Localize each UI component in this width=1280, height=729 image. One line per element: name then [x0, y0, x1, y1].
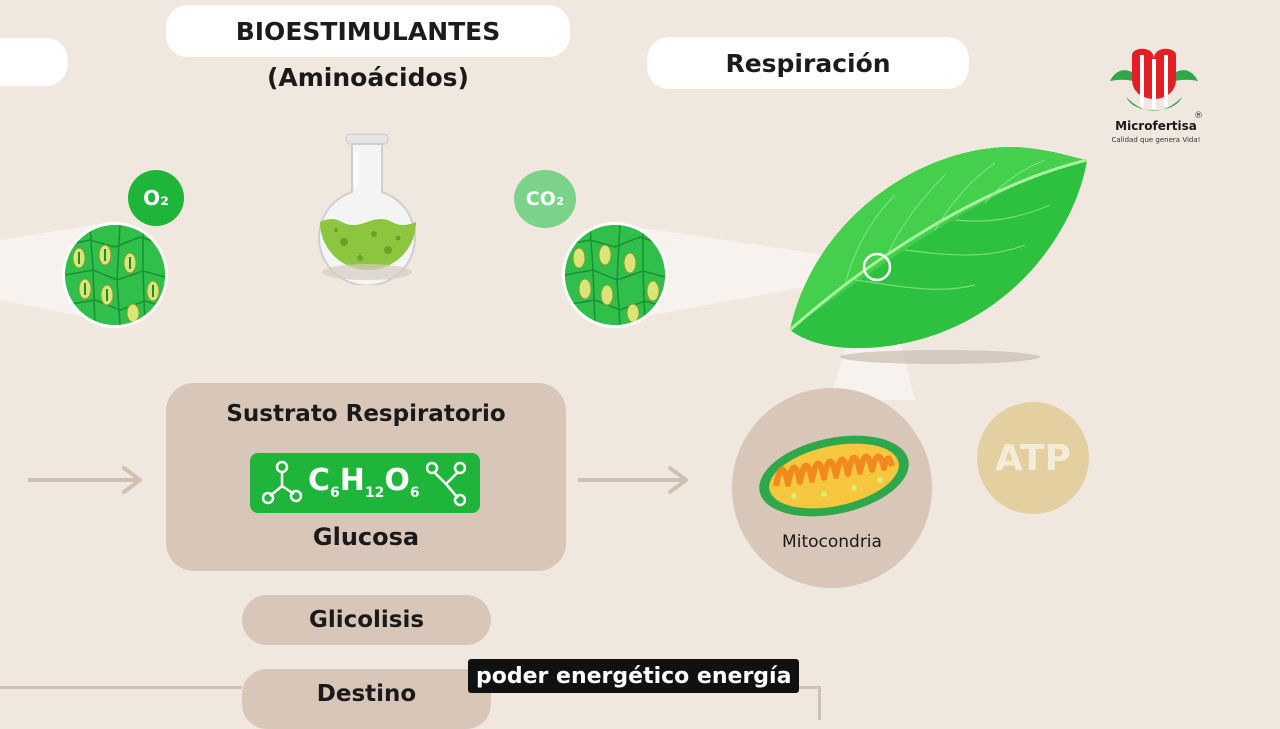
molecule-icon	[426, 461, 466, 507]
mitochondria-circle: Mitocondria	[732, 388, 932, 588]
glycolysis-label: Glicolisis	[308, 607, 425, 633]
brand-logo: ® Microfertisa Calidad que genera Vida!	[1104, 45, 1208, 150]
stomata-icon	[65, 225, 165, 325]
page-title: BIOESTIMULANTES	[235, 16, 501, 46]
brand-name: Microfertisa	[1115, 119, 1197, 133]
microfertisa-logo-icon	[1110, 48, 1198, 111]
destination-pill: Destino	[242, 669, 491, 729]
respiration-label: Respiración	[725, 48, 891, 78]
substrate-title: Sustrato Respiratorio	[226, 401, 506, 427]
stomata-cells-left	[62, 222, 168, 328]
connector-line	[0, 686, 242, 689]
brand-registered: ®	[1194, 111, 1203, 121]
glucose-formula: C6H12O6	[308, 463, 420, 501]
leaf-icon	[789, 146, 1088, 364]
o2-badge: O₂	[128, 170, 184, 226]
title-pill: BIOESTIMULANTES	[166, 5, 570, 57]
caption-text: poder energético energía	[476, 663, 792, 689]
glucose-name: Glucosa	[312, 523, 420, 551]
arrow-left	[28, 466, 142, 494]
formula-badge: C6H12O6	[250, 453, 480, 513]
page-subtitle: (Aminoácidos)	[266, 63, 469, 92]
left-partial-pill	[0, 38, 68, 86]
glycolysis-pill: Glicolisis	[242, 595, 491, 645]
caption: poder energético energía	[468, 659, 800, 693]
atp-label: ATP	[994, 437, 1071, 479]
respiration-pill: Respiración	[647, 37, 969, 89]
molecule-icon	[262, 460, 302, 505]
arrow-middle	[578, 466, 688, 494]
co2-badge: CO₂	[514, 170, 576, 228]
mitochondria-label: Mitocondria	[782, 532, 882, 552]
stomata-icon	[565, 225, 665, 325]
connector-line-down	[818, 686, 821, 720]
destination-label: Destino	[316, 681, 417, 707]
flask-icon	[318, 133, 416, 285]
stomata-cells-right	[562, 222, 668, 328]
brand-tagline: Calidad que genera Vida!	[1111, 136, 1201, 144]
atp-badge: ATP	[977, 402, 1089, 514]
substrate-box: Sustrato Respiratorio C6H12O6 Glucosa	[166, 383, 566, 571]
mitochondria-icon	[759, 435, 909, 517]
